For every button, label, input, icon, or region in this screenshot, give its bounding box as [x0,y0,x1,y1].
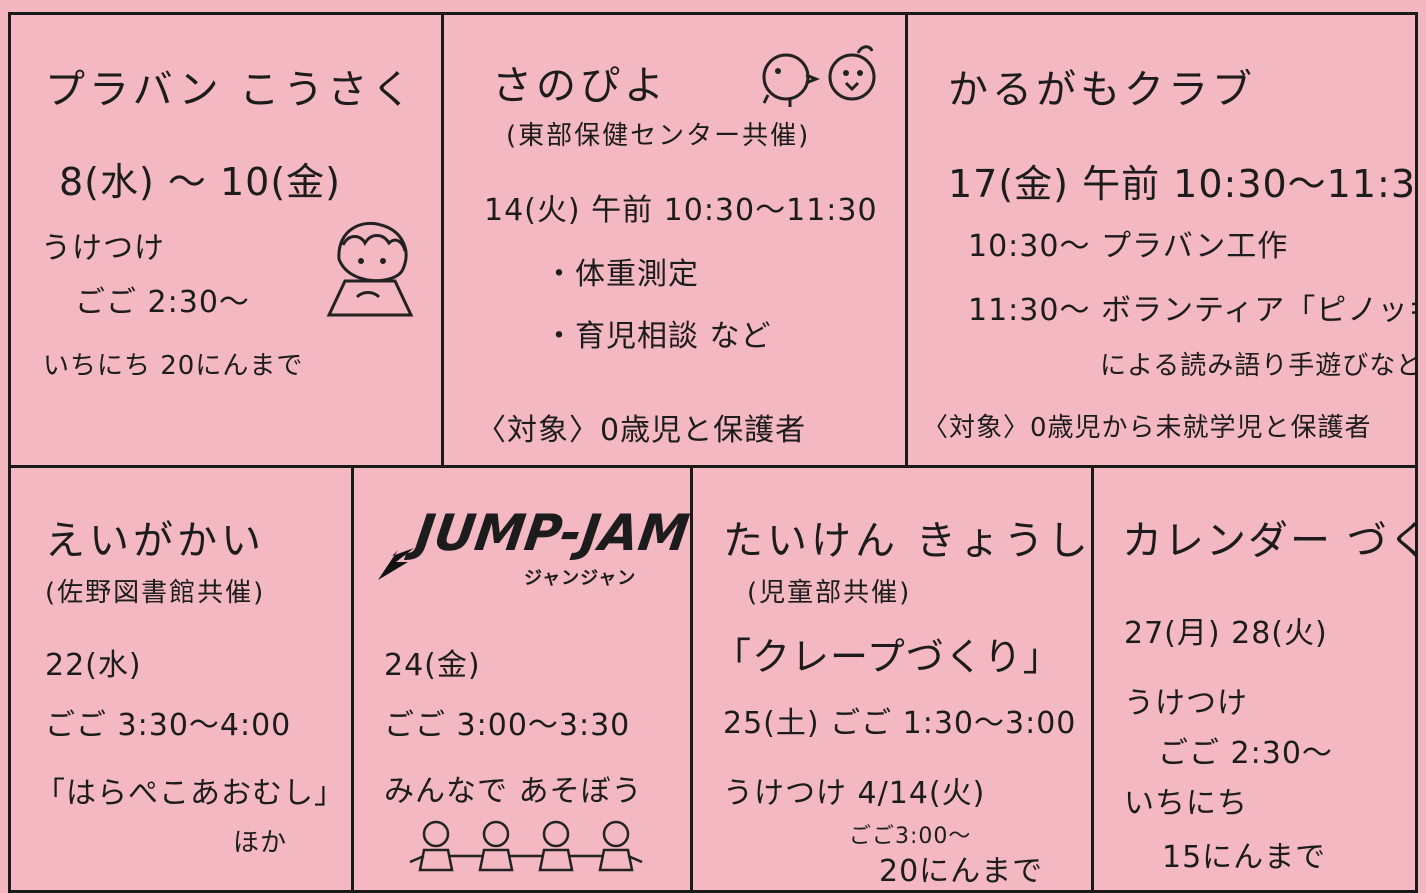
capacity-limit: 15にんまで [1162,840,1327,875]
event-title: さのぴよ [492,63,668,109]
event-date: 8(水) 〜 10(金) [59,160,341,204]
event-taiken-kyoushitsu: たいけん きょうしつ (児童部共催) 「クレープづくり」 25(土) ごご 1:… [690,465,1094,893]
event-sanopiyo: さのぴよ (東部保健センター共催) 14(火) 午前 10:30〜11:30 ・… [441,12,908,468]
reception-time: ごご3:00〜 [849,824,972,849]
event-title: プラバン こうさく [45,67,416,113]
event-eigakai: えいがかい (佐野図書館共催) 22(水) ごご 3:30〜4:00 「はらぺこ… [8,465,354,893]
chick-icon [762,45,876,107]
event-time: ごご 3:00〜3:30 [384,708,631,743]
event-title: たいけん きょうしつ [723,518,1094,564]
event-plaban-kousaku: プラバン こうさく 8(水) 〜 10(金) うけつけ ごご 2:30〜 いちに… [8,12,444,468]
event-title: カレンダー づくり [1122,518,1415,564]
event-date: 24(金) [384,648,481,683]
event-title: えいがかい [45,518,265,564]
event-cohost: (児童部共催) [747,578,912,608]
event-time: ごご 3:30〜4:00 [45,708,292,743]
jump-jam-logo-kana: ジャンジャン [524,568,637,589]
child-drawing-icon [326,221,414,317]
event-program: 「クレープづくり」 [713,635,1062,679]
capacity-limit: いちにち 20にんまで [43,351,304,381]
children-holding-hands-icon [409,820,643,872]
jump-jam-logo [378,548,414,580]
event-target: 〈対象〉0歳児から未就学児と保護者 [922,413,1372,443]
event-date: 14(火) 午前 10:30〜11:30 [484,193,878,228]
event-item-consult: ・育児相談 など [544,319,772,354]
capacity-limit: 20にんまで [879,854,1044,889]
event-target: 〈対象〉0歳児と保護者 [476,413,807,448]
schedule-line-3: による読み語り手遊びなど [1100,351,1418,381]
event-cohost: (東部保健センター共催) [506,121,811,151]
schedule-line-1: 10:30〜 プラバン工作 [968,229,1289,264]
event-calendar-zukuri: カレンダー づくり 27(月) 28(火) うけつけ ごご 2:30〜 いちにち… [1091,465,1418,893]
schedule-line-2: 11:30〜 ボランティア「ピノッキオ」 [968,293,1415,328]
reception-label: うけつけ [41,231,165,266]
event-karugamo-club: かるがもクラブ 17(金) 午前 10:30〜11:30 10:30〜 プラバン… [905,12,1418,468]
event-title: かるがもクラブ [948,67,1256,113]
reception-time: ごご 2:30〜 [75,285,250,320]
event-date: 25(土) ごご 1:30〜3:00 [723,706,1077,741]
jump-jam-logo-text: JUMP-JAM [411,504,693,562]
event-date: 17(金) 午前 10:30〜11:30 [948,162,1418,206]
event-item-weight: ・体重測定 [544,257,699,292]
reception-time: ごご 2:30〜 [1158,736,1333,771]
event-date: 27(月) 28(火) [1124,616,1328,651]
event-date: 22(水) [45,648,142,683]
reception-date: うけつけ 4/14(火) [723,776,986,811]
event-description: みんなで あそぼう [384,774,643,809]
reception-label: うけつけ [1124,686,1248,721]
event-cohost: (佐野図書館共催) [45,578,266,608]
capacity-label: いちにち [1124,786,1248,821]
event-program: 「はらぺこあおむし」 [35,776,345,811]
event-program-more: ほか [233,828,288,858]
event-jump-jam: JUMP-JAM ジャンジャン 24(金) ごご 3:00〜3:30 みんなで … [351,465,693,893]
